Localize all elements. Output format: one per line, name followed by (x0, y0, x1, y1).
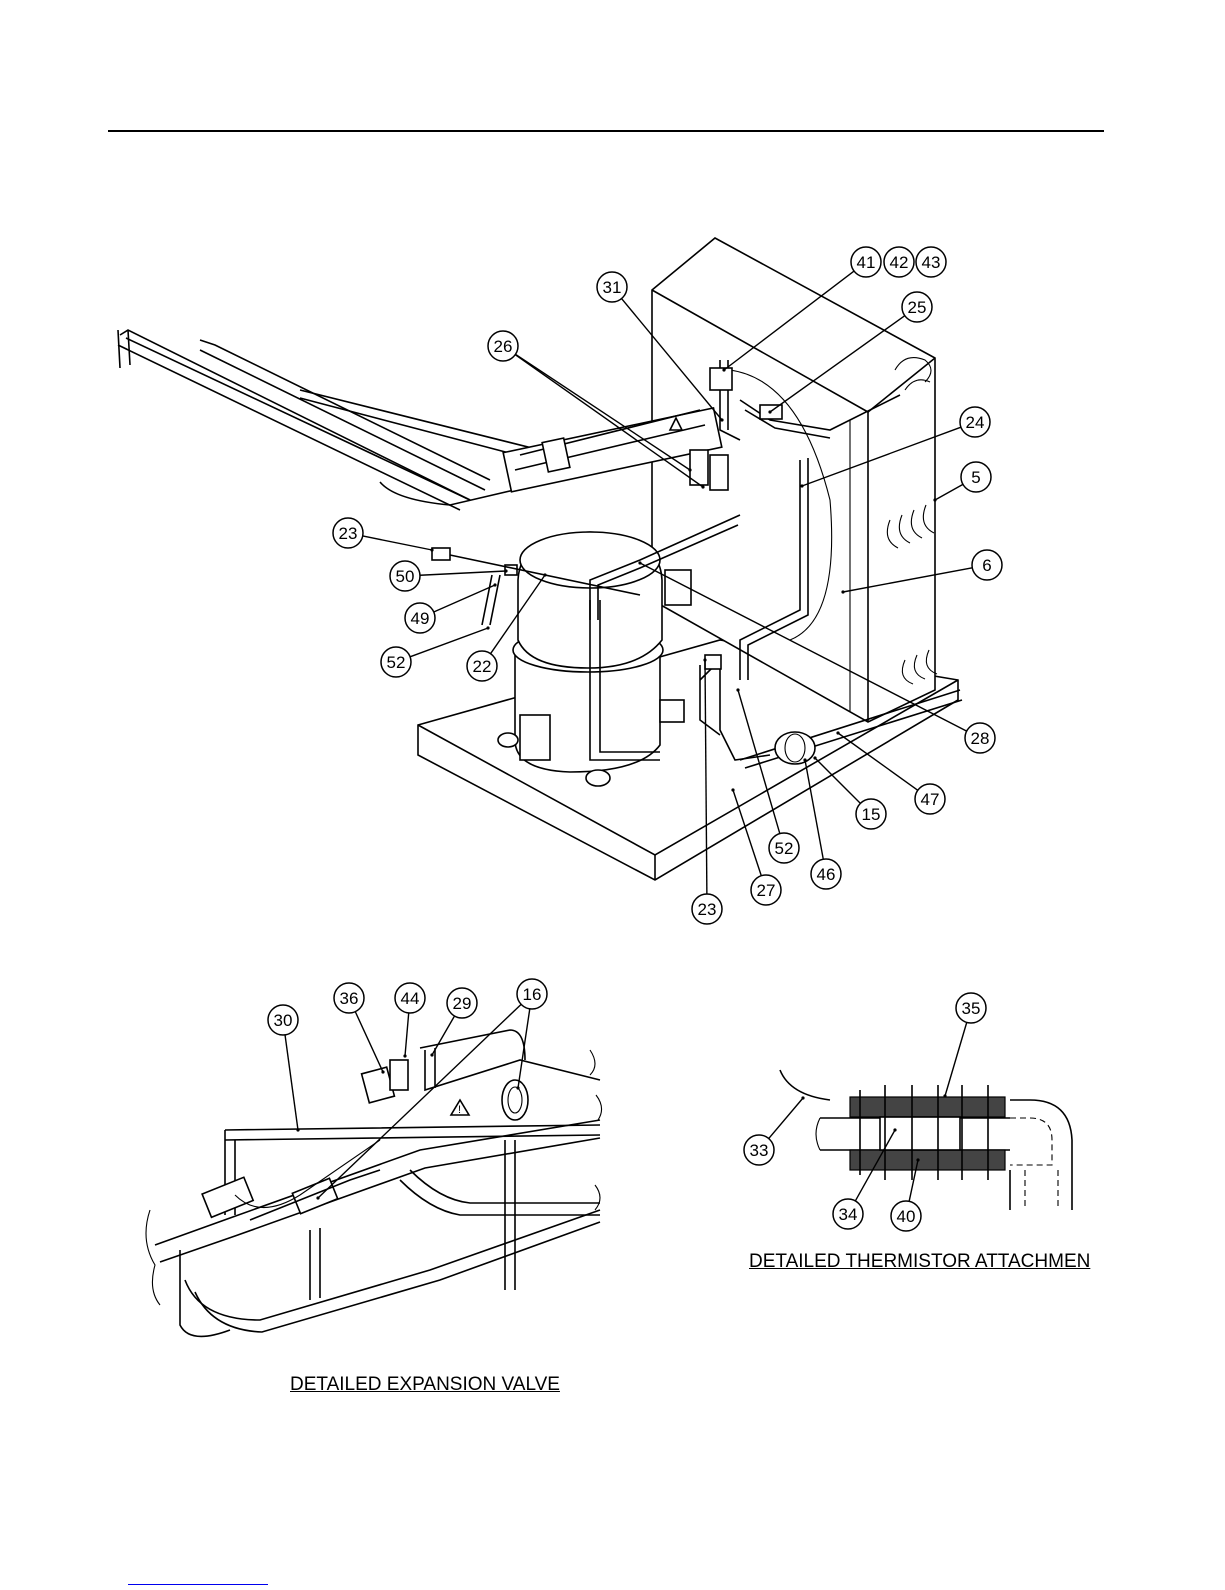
callout-number: 25 (908, 298, 927, 317)
caption-thermistor-attachment: DETAILED THERMISTOR ATTACHMEN (749, 1251, 1101, 1273)
leader-arrow (703, 658, 706, 661)
leader-arrow (731, 788, 734, 791)
leader-arrow (296, 1128, 299, 1131)
leader-line (769, 1098, 803, 1139)
callout-number: 6 (982, 556, 991, 575)
leader-arrow (813, 756, 816, 759)
callout-thermistor-34: 34 (833, 1128, 897, 1229)
thermistor-detail (780, 1070, 1072, 1210)
leader-line (518, 1009, 530, 1088)
callout-main-47: 47 (836, 731, 945, 814)
leader-arrow (381, 1070, 384, 1073)
callout-main-15: 15 (813, 756, 886, 829)
callout-number: 29 (453, 994, 472, 1013)
callout-main-42: 42 (884, 247, 914, 277)
leader-line (405, 1013, 409, 1056)
leader-line (285, 1035, 298, 1130)
callout-number: 50 (396, 567, 415, 586)
callout-expansion-29: 29 (430, 988, 477, 1057)
leader-arrow (316, 1196, 319, 1199)
callout-main-23: 23 (333, 518, 434, 552)
leader-arrow (800, 484, 803, 487)
leader-line (432, 1016, 455, 1055)
leader-arrow (516, 1086, 519, 1089)
callout-number: 43 (922, 253, 941, 272)
leader-arrow (493, 583, 496, 586)
callout-number: 23 (698, 900, 717, 919)
svg-text:!: ! (458, 1104, 461, 1116)
leader-line (363, 536, 432, 550)
leader-arrow (701, 485, 704, 488)
leader-line (318, 1004, 521, 1198)
callout-number: 40 (897, 1207, 916, 1226)
callout-number: 35 (962, 999, 981, 1018)
callout-number: 33 (750, 1141, 769, 1160)
caption-expansion-valve: DETAILED EXPANSION VALVE (290, 1374, 560, 1396)
callout-expansion-30: 30 (268, 1005, 300, 1132)
leader-line (935, 484, 963, 500)
callout-expansion-44: 44 (395, 983, 425, 1058)
callout-main-5: 5 (933, 462, 991, 502)
callout-number: 22 (473, 657, 492, 676)
callout-number: 46 (817, 865, 836, 884)
callout-main-49: 49 (405, 583, 497, 633)
callout-number: 34 (839, 1205, 858, 1224)
leader-arrow (836, 731, 839, 734)
callout-number: 41 (857, 253, 876, 272)
callout-number: 15 (862, 805, 881, 824)
callout-number: 16 (523, 985, 542, 1004)
callout-number: 30 (274, 1011, 293, 1030)
leader-arrow (916, 1158, 919, 1161)
leader-arrow (430, 1053, 433, 1056)
callout-number: 27 (757, 881, 776, 900)
callout-thermistor-35: 35 (943, 993, 986, 1098)
callout-number: 49 (411, 609, 430, 628)
leader-arrow (504, 569, 507, 572)
leader-arrow (688, 468, 691, 471)
leader-arrow (893, 1128, 896, 1131)
callout-number: 36 (340, 989, 359, 1008)
leader-arrow (430, 548, 433, 551)
callout-number: 42 (890, 253, 909, 272)
callout-number: 52 (775, 839, 794, 858)
callout-number: 31 (603, 278, 622, 297)
leader-line (420, 571, 506, 575)
leader-arrow (841, 590, 844, 593)
leader-arrow (803, 758, 806, 761)
callout-number: 23 (339, 524, 358, 543)
callout-number: 5 (971, 468, 980, 487)
leader-arrow (801, 1096, 804, 1099)
callout-number: 44 (401, 989, 420, 1008)
leader-arrow (933, 498, 936, 501)
leader-arrow (638, 561, 641, 564)
leader-arrow (486, 626, 489, 629)
callout-main-43: 43 (916, 247, 946, 277)
main-assembly (118, 238, 962, 880)
leader-arrow (543, 573, 546, 576)
leader-arrow (403, 1054, 406, 1057)
callout-number: 28 (971, 729, 990, 748)
callout-thermistor-33: 33 (744, 1096, 805, 1165)
leader-line (945, 1022, 967, 1096)
leader-arrow (736, 688, 739, 691)
leader-arrow (722, 368, 725, 371)
callout-number: 52 (387, 653, 406, 672)
leader-arrow (768, 410, 771, 413)
expansion-valve-detail: ! (146, 1030, 602, 1336)
leader-arrow (943, 1094, 946, 1097)
callout-number: 47 (921, 790, 940, 809)
callout-expansion-36: 36 (334, 983, 385, 1074)
callout-number: 24 (966, 413, 985, 432)
callout-number: 26 (494, 337, 513, 356)
leader-arrow (720, 418, 723, 421)
leader-line (355, 1012, 383, 1072)
